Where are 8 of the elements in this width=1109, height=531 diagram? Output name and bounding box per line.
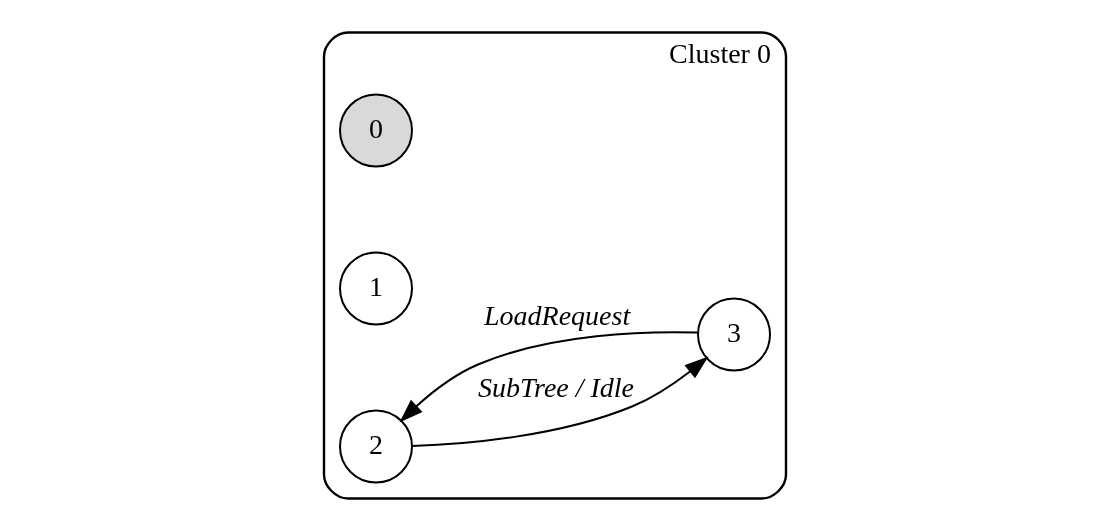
node-circle: 3 bbox=[696, 297, 771, 372]
edge-label: LoadRequest bbox=[483, 299, 630, 331]
node-circle: 0 bbox=[338, 93, 413, 168]
arrow bbox=[398, 331, 699, 423]
edge-label: SubTree / Idle bbox=[477, 371, 634, 403]
arrow bbox=[410, 356, 708, 448]
node-circle: 1 bbox=[338, 251, 413, 326]
node-circle: 2 bbox=[338, 409, 413, 484]
